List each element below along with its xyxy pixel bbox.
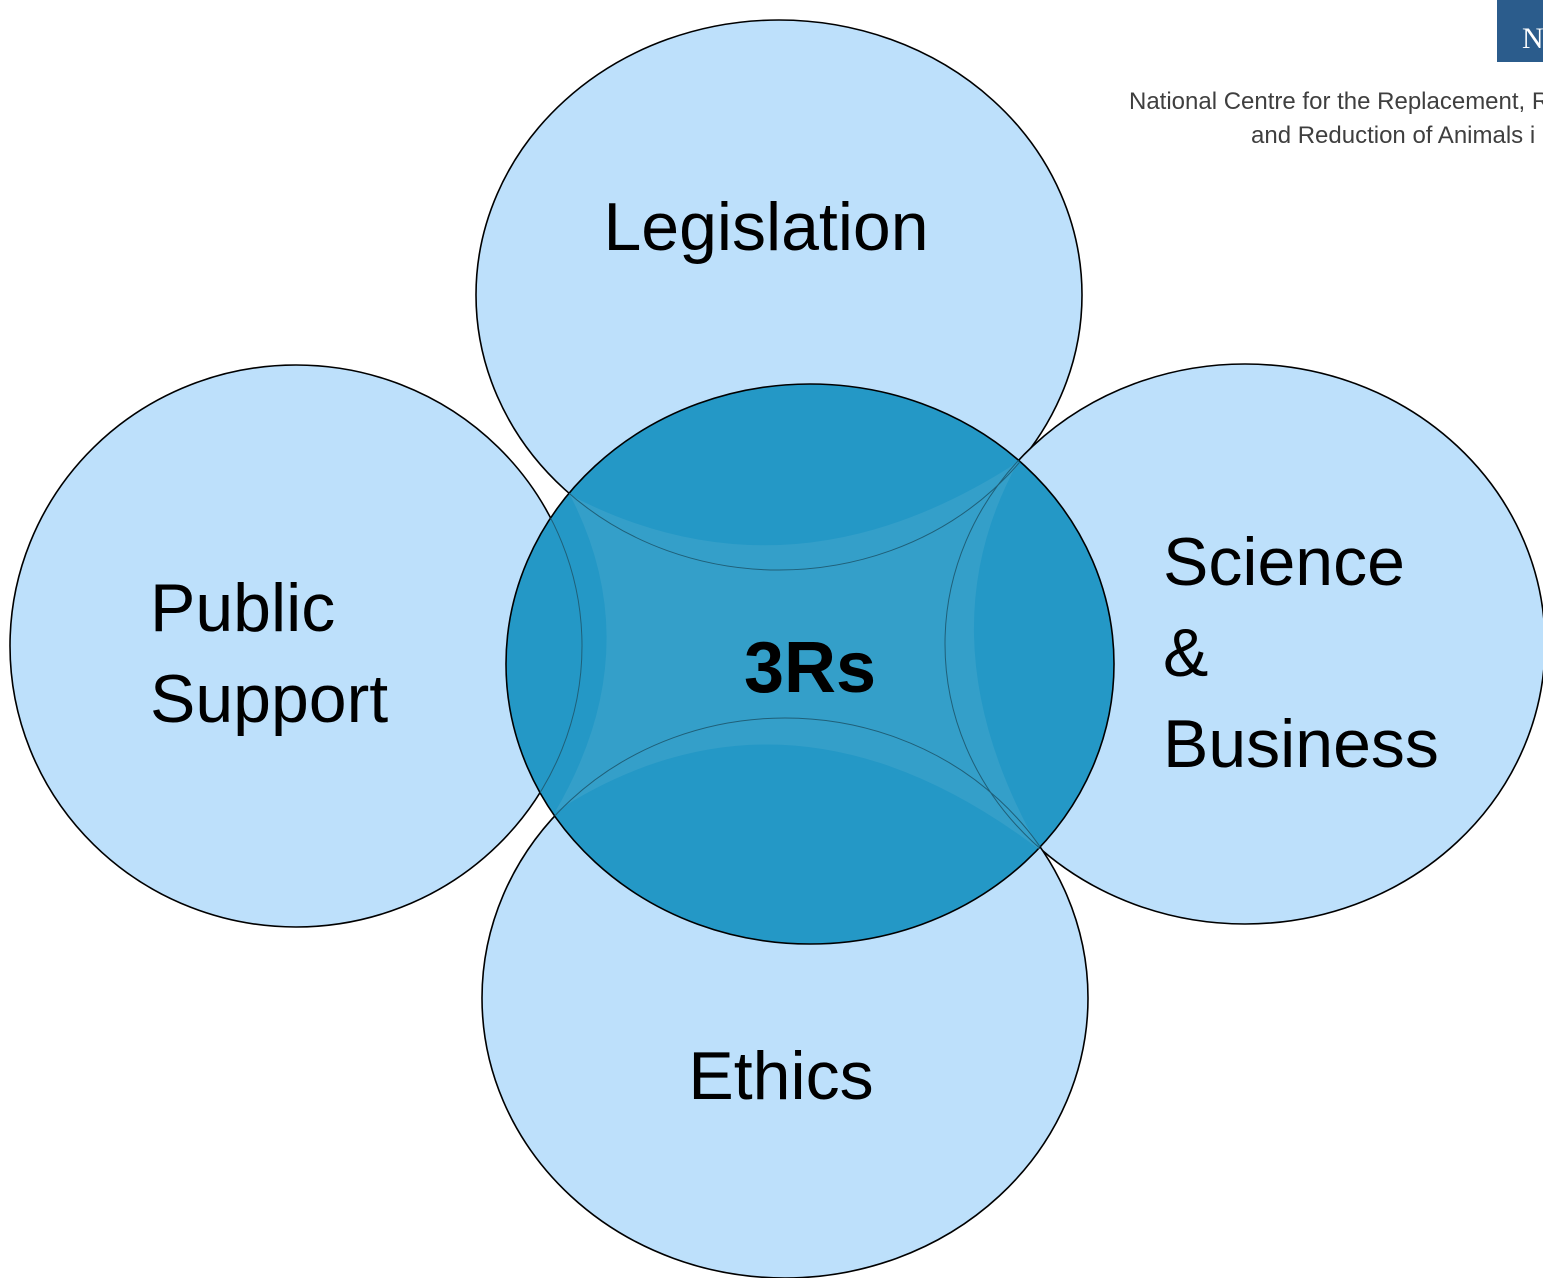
- science-business-label-line3: Business: [1163, 706, 1439, 782]
- overlap-left-edge: [506, 384, 583, 928]
- logo-letter: N: [1522, 22, 1543, 55]
- nc3rs-logo: N National Centre for the Replacement, R…: [1129, 0, 1543, 149]
- public-support-circle: [9, 364, 583, 928]
- overlap-bottom-edge: [506, 717, 1089, 944]
- ethics-label: Ethics: [688, 1038, 873, 1114]
- science-business-label-line1: Science: [1163, 524, 1405, 600]
- public-support-label-line2: Support: [150, 661, 388, 737]
- logo-name-line2: and Reduction of Animals i: [1251, 122, 1535, 149]
- science-business-label-line2: &: [1163, 615, 1208, 691]
- legislation-label: Legislation: [603, 189, 928, 265]
- logo-box: [1497, 0, 1543, 62]
- logo-name-line1: National Centre for the Replacement, R: [1129, 88, 1543, 115]
- 3rs-center-label: 3Rs: [744, 628, 876, 708]
- overlap-top-edge: [506, 384, 1083, 571]
- overlap-inner-region: [555, 462, 1040, 850]
- public-support-label-line1: Public: [150, 570, 335, 646]
- overlap-edges: [506, 384, 1114, 944]
- overlap-right-edge: [944, 384, 1114, 925]
